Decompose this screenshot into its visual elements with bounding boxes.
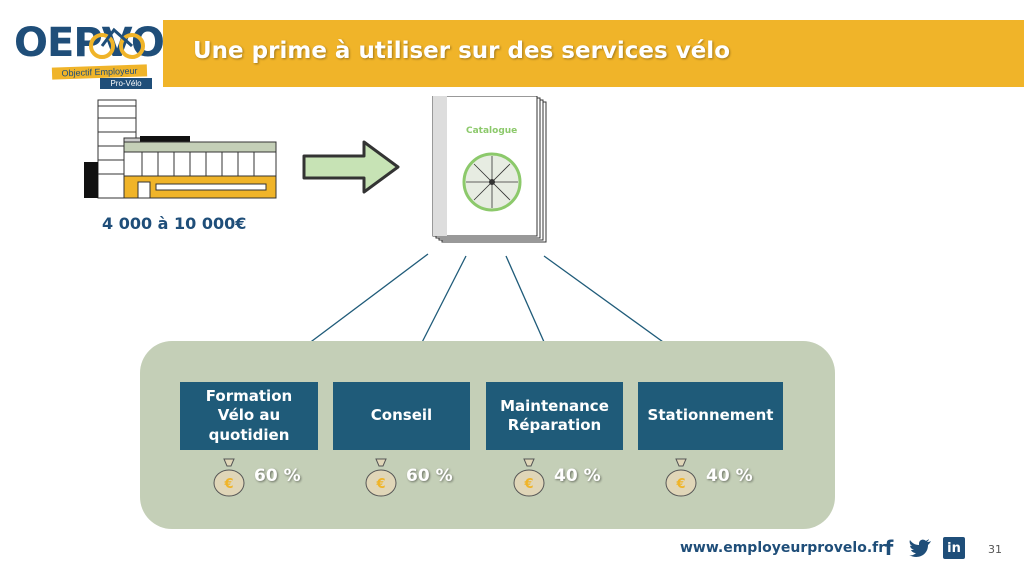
arrow-right-icon — [302, 140, 400, 194]
linkedin-icon[interactable]: in — [943, 537, 965, 559]
service-maintenance: Maintenance Réparation — [486, 382, 623, 450]
money-bag-icon: € — [213, 458, 245, 497]
svg-text:€: € — [523, 477, 533, 492]
percent-stationnement: 40 % — [706, 466, 753, 486]
catalogue-label: Catalogue — [466, 126, 518, 136]
catalogue-icon — [432, 96, 547, 243]
service-formation: Formation Vélo au quotidien — [180, 382, 318, 450]
prime-amount: 4 000 à 10 000€ — [102, 214, 247, 233]
twitter-icon[interactable] — [908, 538, 932, 558]
building-icon — [84, 99, 277, 199]
service-stationnement: Stationnement — [638, 382, 783, 450]
bicycle-logo-icon — [89, 27, 145, 59]
service-conseil: Conseil — [333, 382, 470, 450]
percent-conseil: 60 % — [406, 466, 453, 486]
title-band — [163, 20, 1024, 87]
facebook-icon[interactable]: f — [884, 536, 894, 560]
money-bag-icon: € — [513, 458, 545, 497]
page-title: Une prime à utiliser sur des services vé… — [193, 38, 730, 64]
website-link[interactable]: www.employeurprovelo.fr — [680, 540, 886, 556]
percent-maintenance: 40 % — [554, 466, 601, 486]
svg-text:€: € — [675, 477, 685, 492]
money-bag-icon: € — [665, 458, 697, 497]
svg-text:€: € — [375, 477, 385, 492]
svg-text:€: € — [223, 477, 233, 492]
money-bag-icon: € — [365, 458, 397, 497]
percent-formation: 60 % — [254, 466, 301, 486]
logo-badge: Pro-Vélo — [100, 78, 152, 89]
page-number: 31 — [988, 543, 1002, 556]
